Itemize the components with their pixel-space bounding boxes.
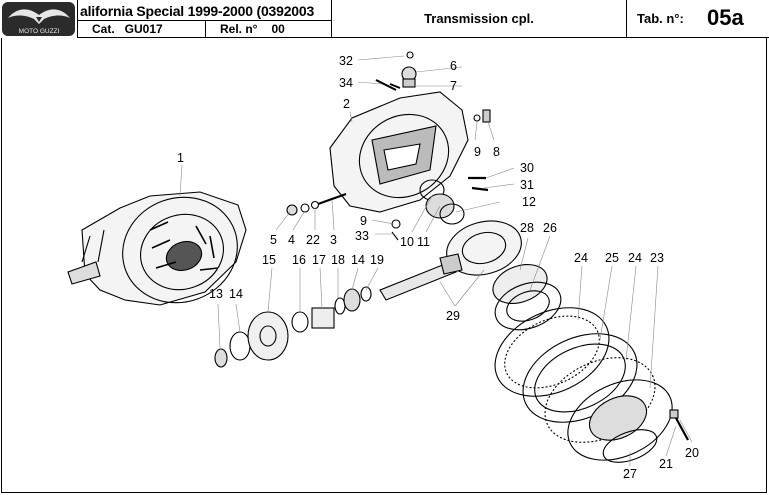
eagle-logo-icon: MOTO GUZZI — [2, 2, 75, 36]
callout-32: 32 — [339, 54, 353, 68]
release-cell: Rel. n° 00 — [206, 21, 332, 38]
callout-labels: 32 6 34 7 2 9 8 1 30 31 12 9 33 10 11 5 … — [177, 54, 699, 481]
table-number-label: Tab. n°: — [637, 11, 684, 26]
model-name-cell: alifornia Special 1999-2000 (0392003 — [78, 0, 332, 21]
callout-11: 11 — [417, 235, 430, 249]
callout-26: 26 — [543, 221, 557, 235]
callout-33: 33 — [355, 229, 369, 243]
callout-12: 12 — [522, 195, 536, 209]
exploded-parts-diagram: 32 6 34 7 2 9 8 1 30 31 12 9 33 10 11 5 … — [0, 38, 769, 495]
callout-10: 10 — [400, 235, 414, 249]
moto-guzzi-logo: MOTO GUZZI — [0, 0, 78, 38]
part-29-ring-gear — [379, 220, 522, 301]
callout-22: 22 — [306, 233, 320, 247]
catalog-header: MOTO GUZZI alifornia Special 1999-2000 (… — [0, 0, 769, 38]
callout-23: 23 — [650, 251, 664, 265]
callout-16: 16 — [292, 253, 306, 267]
leader-lines — [179, 55, 693, 466]
transmission-drawing: 32 6 34 7 2 9 8 1 30 31 12 9 33 10 11 5 … — [67, 51, 699, 481]
callout-15: 15 — [262, 253, 276, 267]
callout-24b: 24 — [628, 251, 642, 265]
callout-2: 2 — [343, 97, 350, 111]
parts-13-19-stack — [214, 286, 372, 368]
callout-14: 14 — [351, 253, 365, 267]
table-number-cell: Tab. n°: 05a — [627, 0, 769, 38]
callout-17: 17 — [312, 253, 326, 267]
callout-29: 29 — [446, 309, 460, 323]
parts-23-25-discs — [494, 307, 673, 463]
section-title: Transmission cpl. — [424, 11, 534, 26]
callout-9: 9 — [474, 145, 481, 159]
callout-9b: 9 — [360, 214, 367, 228]
release-label: Rel. n° — [220, 22, 258, 36]
parts-8-9-screws — [391, 109, 491, 241]
part-2-cover — [329, 51, 469, 213]
callout-4: 4 — [288, 233, 295, 247]
callout-18: 18 — [331, 253, 345, 267]
callout-34: 34 — [339, 76, 353, 90]
callout-5: 5 — [270, 233, 277, 247]
catalog-label: Cat. — [92, 22, 115, 36]
section-title-cell: Transmission cpl. — [332, 0, 627, 38]
release-value: 00 — [271, 22, 285, 36]
svg-text:MOTO GUZZI: MOTO GUZZI — [19, 28, 60, 35]
callout-27: 27 — [623, 467, 637, 481]
part-1-housing — [67, 191, 247, 306]
parts-artwork — [67, 51, 689, 463]
catalog-info-row: Cat. GU017 Rel. n° 00 — [78, 21, 332, 38]
callout-1: 1 — [177, 151, 184, 165]
parts-20-21-bolts — [669, 409, 689, 441]
callout-3: 3 — [330, 233, 337, 247]
callout-8: 8 — [493, 145, 500, 159]
callout-21: 21 — [659, 457, 673, 471]
callout-14b: 14 — [229, 287, 243, 301]
callout-25: 25 — [605, 251, 619, 265]
callout-6: 6 — [450, 59, 457, 73]
callout-31: 31 — [520, 178, 534, 192]
callout-7: 7 — [450, 79, 457, 93]
table-number-value: 05a — [707, 5, 744, 30]
catalog-cell: Cat. GU017 — [78, 21, 206, 38]
parts-3-5-shaft — [286, 193, 347, 216]
model-name: alifornia Special 1999-2000 (0392003 — [80, 3, 315, 19]
parts-26-28-cage — [492, 264, 562, 331]
callout-28: 28 — [520, 221, 534, 235]
callout-19: 19 — [370, 253, 384, 267]
callout-24: 24 — [574, 251, 588, 265]
callout-20: 20 — [685, 446, 699, 460]
callout-13: 13 — [209, 287, 223, 301]
catalog-value: GU017 — [124, 22, 163, 36]
callout-30: 30 — [520, 161, 534, 175]
